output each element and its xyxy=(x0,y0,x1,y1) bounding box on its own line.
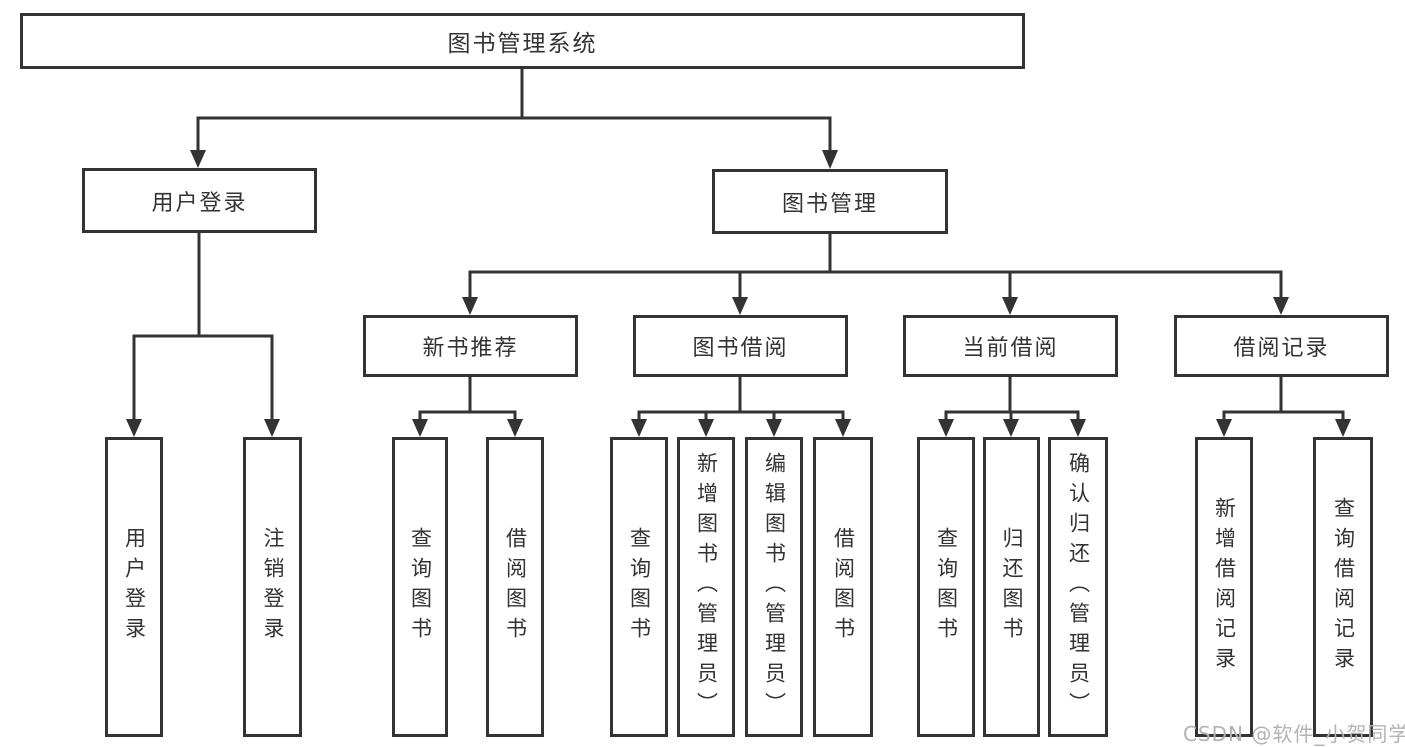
node-user-login-branch: 用户登录 xyxy=(82,168,317,233)
leaf-return-books: 归还图书 xyxy=(983,437,1040,737)
node-current-borrowing: 当前借阅 xyxy=(903,315,1118,377)
csdn-watermark: CSDN @软件_小贺同学 xyxy=(1183,722,1405,746)
arrowhead xyxy=(732,297,748,315)
leaf-query-books-current: 查询图书 xyxy=(917,437,975,737)
node-new-book-recommend: 新书推荐 xyxy=(363,315,578,377)
arrowhead xyxy=(1070,419,1086,437)
arrowhead xyxy=(631,419,647,437)
node-library-management-system: 图书管理系统 xyxy=(20,13,1025,69)
arrowhead xyxy=(264,419,280,437)
leaf-confirm-return-admin: 确认归还（管理员） xyxy=(1048,437,1108,737)
node-book-borrowing: 图书借阅 xyxy=(633,315,848,377)
leaf-query-books-recommend: 查询图书 xyxy=(392,437,448,737)
arrowhead xyxy=(822,150,838,169)
arrowhead xyxy=(1273,297,1289,315)
arrowhead xyxy=(835,419,851,437)
arrowhead xyxy=(412,419,428,437)
arrowhead xyxy=(938,419,954,437)
arrowhead xyxy=(1002,297,1018,315)
leaf-edit-books-admin: 编辑图书（管理员） xyxy=(745,437,803,737)
connector-elbows xyxy=(132,67,1345,421)
node-book-management-branch: 图书管理 xyxy=(712,169,948,234)
leaf-logout: 注销登录 xyxy=(243,437,302,737)
arrowhead xyxy=(462,297,478,315)
leaf-user-login: 用户登录 xyxy=(105,437,163,737)
arrowhead xyxy=(698,419,714,437)
node-borrowing-records: 借阅记录 xyxy=(1174,315,1389,377)
arrowhead xyxy=(126,419,142,437)
leaf-query-books-borrowing: 查询图书 xyxy=(610,437,668,737)
leaf-query-borrow-record: 查询借阅记录 xyxy=(1313,437,1373,737)
leaf-add-books-admin: 新增图书（管理员） xyxy=(677,437,735,737)
leaf-borrow-books: 借阅图书 xyxy=(813,437,873,737)
leaf-add-borrow-record: 新增借阅记录 xyxy=(1195,437,1253,737)
arrowhead xyxy=(1003,419,1019,437)
arrowhead xyxy=(766,419,782,437)
arrowhead xyxy=(507,419,523,437)
leaf-borrow-books-recommend: 借阅图书 xyxy=(486,437,544,737)
arrowheads xyxy=(126,150,1351,437)
arrowhead xyxy=(190,150,206,168)
arrowhead xyxy=(1216,419,1232,437)
arrowhead xyxy=(1335,419,1351,437)
